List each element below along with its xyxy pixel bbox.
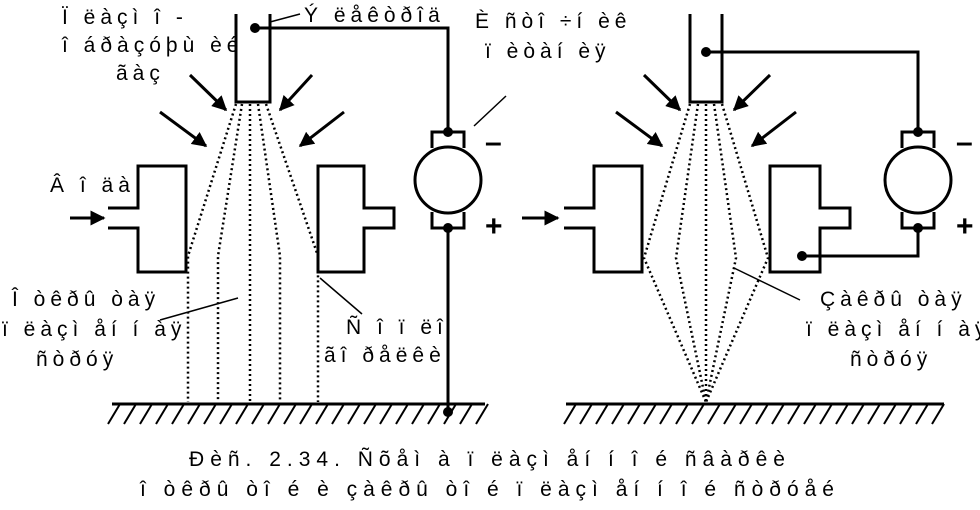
nozzle-contact — [797, 251, 807, 261]
source-leader — [473, 95, 507, 127]
label-open-stream: Î òêðû òàÿ — [11, 288, 160, 311]
label-plus: + — [956, 210, 974, 243]
workpiece-hatch — [563, 403, 945, 425]
gas-arrow — [642, 73, 682, 112]
label-water: Â î äà — [50, 174, 135, 197]
nozzle-leader — [319, 277, 363, 315]
power-source — [413, 127, 483, 233]
gas-arrow — [159, 110, 208, 148]
gas-arrow — [615, 110, 664, 148]
label-open-stream: ï ëàçì åí í àÿ — [2, 318, 186, 341]
open-plasma-scheme: Ï ëàçì î - î áðàçóþù èé ãàç Ý ëåêòðîä È … — [2, 4, 631, 425]
electrode — [688, 14, 724, 104]
closed-plasma-stream — [642, 103, 770, 403]
electrode-wire — [255, 26, 450, 132]
nozzle-wire — [802, 228, 920, 258]
electrode — [234, 14, 272, 104]
label-power-source: ï èòàí èÿ — [485, 40, 611, 63]
stream-leader — [159, 297, 239, 321]
gas-arrow — [298, 110, 345, 148]
power-source — [883, 127, 953, 233]
label-closed-stream: ñòðóÿ — [850, 348, 932, 371]
label-nozzle: Ñ î ï ëî — [346, 315, 448, 339]
stream-leader — [733, 267, 801, 301]
label-open-stream: ñòðóÿ — [36, 348, 118, 371]
label-power-source: È ñòî ÷í èê — [475, 10, 631, 33]
gas-arrow — [188, 73, 228, 112]
open-plasma-stream — [186, 103, 320, 402]
gas-arrow — [732, 73, 772, 112]
label-closed-stream: Çàêðû òàÿ — [820, 288, 967, 311]
nozzle-left-half — [564, 164, 644, 274]
label-minus: – — [956, 126, 973, 159]
gas-arrow — [278, 73, 314, 112]
workpiece-hatch — [107, 403, 489, 425]
closed-plasma-scheme: – + Çàêðû òàÿ ï ëàçì åí í àÿ ñòðóÿ — [522, 14, 980, 425]
label-nozzle: ãî ðåëêè — [324, 344, 446, 367]
figure-caption: î òêðû òî é è çàêðû òî é ï ëàçì åí í î é… — [139, 478, 840, 501]
label-plasma-gas: ãàç — [116, 62, 165, 85]
nozzle-right-half — [768, 164, 852, 274]
nozzle-right-half — [316, 164, 396, 274]
gas-arrow — [750, 110, 797, 148]
label-closed-stream: ï ëàçì åí í àÿ — [806, 318, 980, 341]
label-electrode: Ý ëåêòðîä — [304, 4, 445, 27]
label-plasma-gas: Ï ëàçì î - — [62, 6, 188, 29]
electrode-leader — [269, 13, 301, 23]
nozzle-left-half — [108, 164, 188, 274]
label-plus: + — [485, 210, 503, 243]
label-plasma-gas: î áðàçóþù èé — [61, 34, 243, 57]
electrode-wire — [706, 50, 920, 132]
figure-caption: Ðèñ. 2.34. Ñõåì à ï ëàçì åí í î é ñâàðêè — [189, 447, 791, 471]
label-minus: – — [485, 126, 502, 159]
